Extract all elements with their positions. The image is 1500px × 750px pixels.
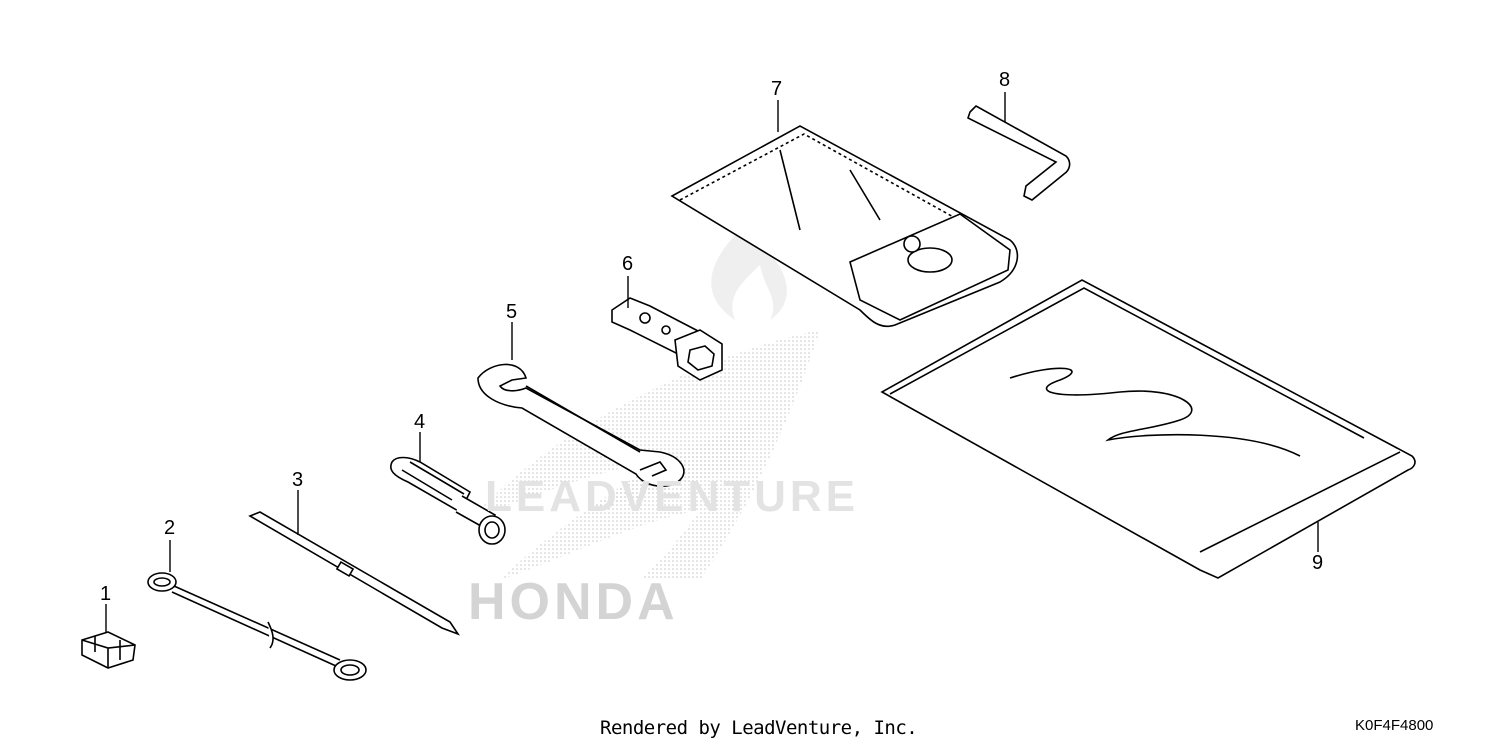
watermark-brand: HONDA (468, 573, 679, 631)
callout-6: 6 (622, 253, 634, 275)
render-credit: Rendered by LeadVenture, Inc. (600, 717, 918, 739)
diagram-code: K0F4F4800 (1355, 717, 1434, 734)
callout-8: 8 (999, 69, 1011, 91)
part-1-clip[interactable] (81, 631, 136, 669)
part-5-wrench[interactable] (477, 363, 685, 487)
part-6-socket-wrench[interactable] (611, 297, 723, 381)
part-2-bar-wrench[interactable] (147, 572, 367, 681)
part-4-screwdriver-handle[interactable] (390, 456, 506, 545)
callout-7: 7 (771, 78, 783, 100)
callout-3: 3 (292, 469, 304, 491)
watermark-company: LEADVENTURE (485, 472, 860, 521)
callout-1: 1 (100, 583, 112, 605)
callout-9: 9 (1312, 552, 1324, 574)
callout-2: 2 (164, 517, 176, 539)
callout-5: 5 (506, 301, 518, 323)
part-7-tool-bag[interactable] (670, 125, 1019, 328)
part-9-owners-manual[interactable] (880, 279, 1416, 579)
part-3-screwdriver-blade[interactable] (248, 511, 461, 636)
part-8-hex-key[interactable] (967, 105, 1071, 201)
callout-4: 4 (414, 411, 426, 433)
